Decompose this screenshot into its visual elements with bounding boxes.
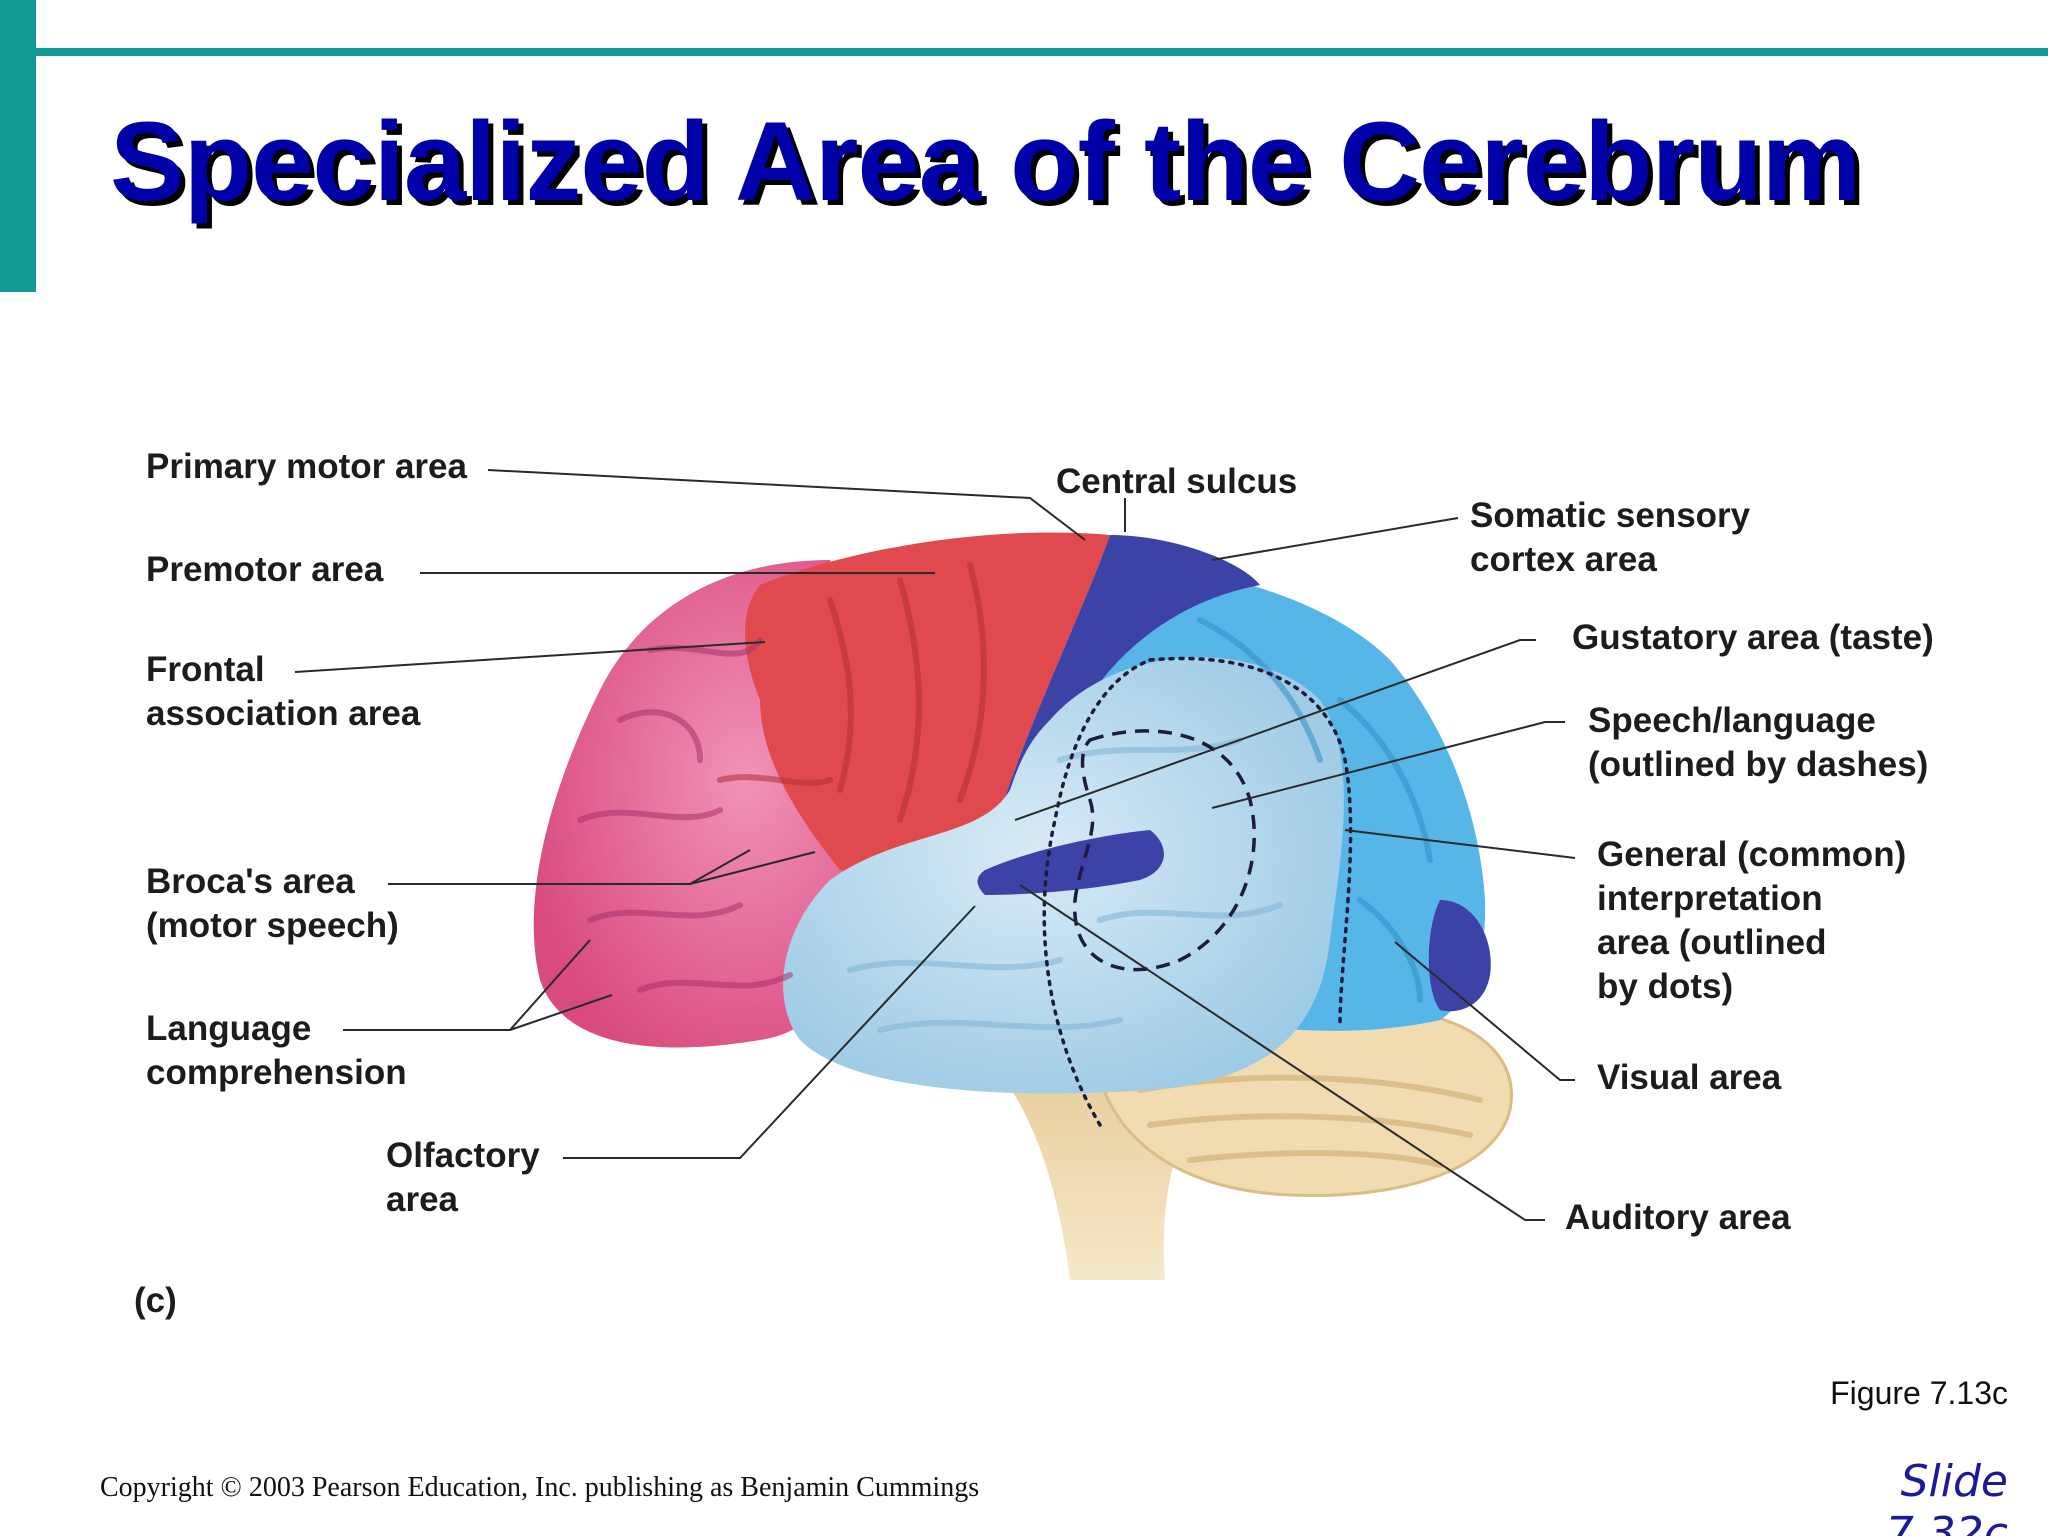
leader-general	[1344, 829, 1576, 859]
label-gustatory: Gustatory area (taste)	[1572, 618, 1934, 657]
general-dotted-outline	[1042, 656, 1353, 1127]
leader-gustatory	[1014, 639, 1536, 821]
copyright-notice: Copyright © 2003 Pearson Education, Inc.…	[100, 1472, 980, 1503]
leader-auditory	[1019, 884, 1545, 1221]
cerebrum	[533, 532, 1491, 1127]
leader-language	[343, 939, 613, 1031]
figure-reference: Figure 7.13c	[1830, 1375, 2008, 1411]
label-broca: Broca's area (motor speech)	[146, 862, 399, 945]
slide-title: Specialized Area of the Cerebrum	[110, 99, 1861, 224]
label-auditory: Auditory area	[1565, 1198, 1791, 1237]
leader-visual	[1394, 941, 1575, 1081]
auditory-area-shape	[977, 830, 1164, 895]
leader-broca	[388, 849, 816, 885]
panel-label: (c)	[134, 1281, 177, 1320]
label-primary-motor: Primary motor area	[146, 447, 468, 486]
label-somatic-sensory: Somatic sensory cortex area	[1470, 496, 1760, 579]
leader-speech	[1211, 721, 1565, 809]
leader-lines	[294, 469, 1576, 1221]
diagram-labels: Primary motor area Premotor area Frontal…	[134, 447, 1934, 1320]
leader-frontal-assoc	[294, 641, 766, 673]
leader-olfactory	[563, 905, 976, 1159]
accent-bar	[0, 0, 36, 292]
leader-somatic	[1211, 517, 1459, 561]
label-central-sulcus: Central sulcus	[1056, 462, 1297, 501]
leader-primary-motor	[487, 469, 1086, 541]
label-language-comprehension: Language comprehension	[146, 1009, 407, 1092]
label-olfactory: Olfactory area	[386, 1136, 549, 1219]
label-premotor: Premotor area	[146, 550, 384, 589]
label-speech-language: Speech/language (outlined by dashes)	[1588, 701, 1928, 784]
slide-number: Slide 7.32c	[1886, 1456, 2008, 1536]
slide-number-word: Slide	[1900, 1456, 2008, 1507]
label-visual: Visual area	[1597, 1058, 1782, 1097]
top-rule	[36, 48, 2048, 56]
speech-dashed-outline	[1073, 729, 1256, 972]
label-general-interpretation: General (common) interpretation area (ou…	[1597, 835, 1916, 1006]
slide-number-value: 7.32c	[1885, 1508, 2008, 1536]
label-frontal-association: Frontal association area	[146, 650, 421, 733]
